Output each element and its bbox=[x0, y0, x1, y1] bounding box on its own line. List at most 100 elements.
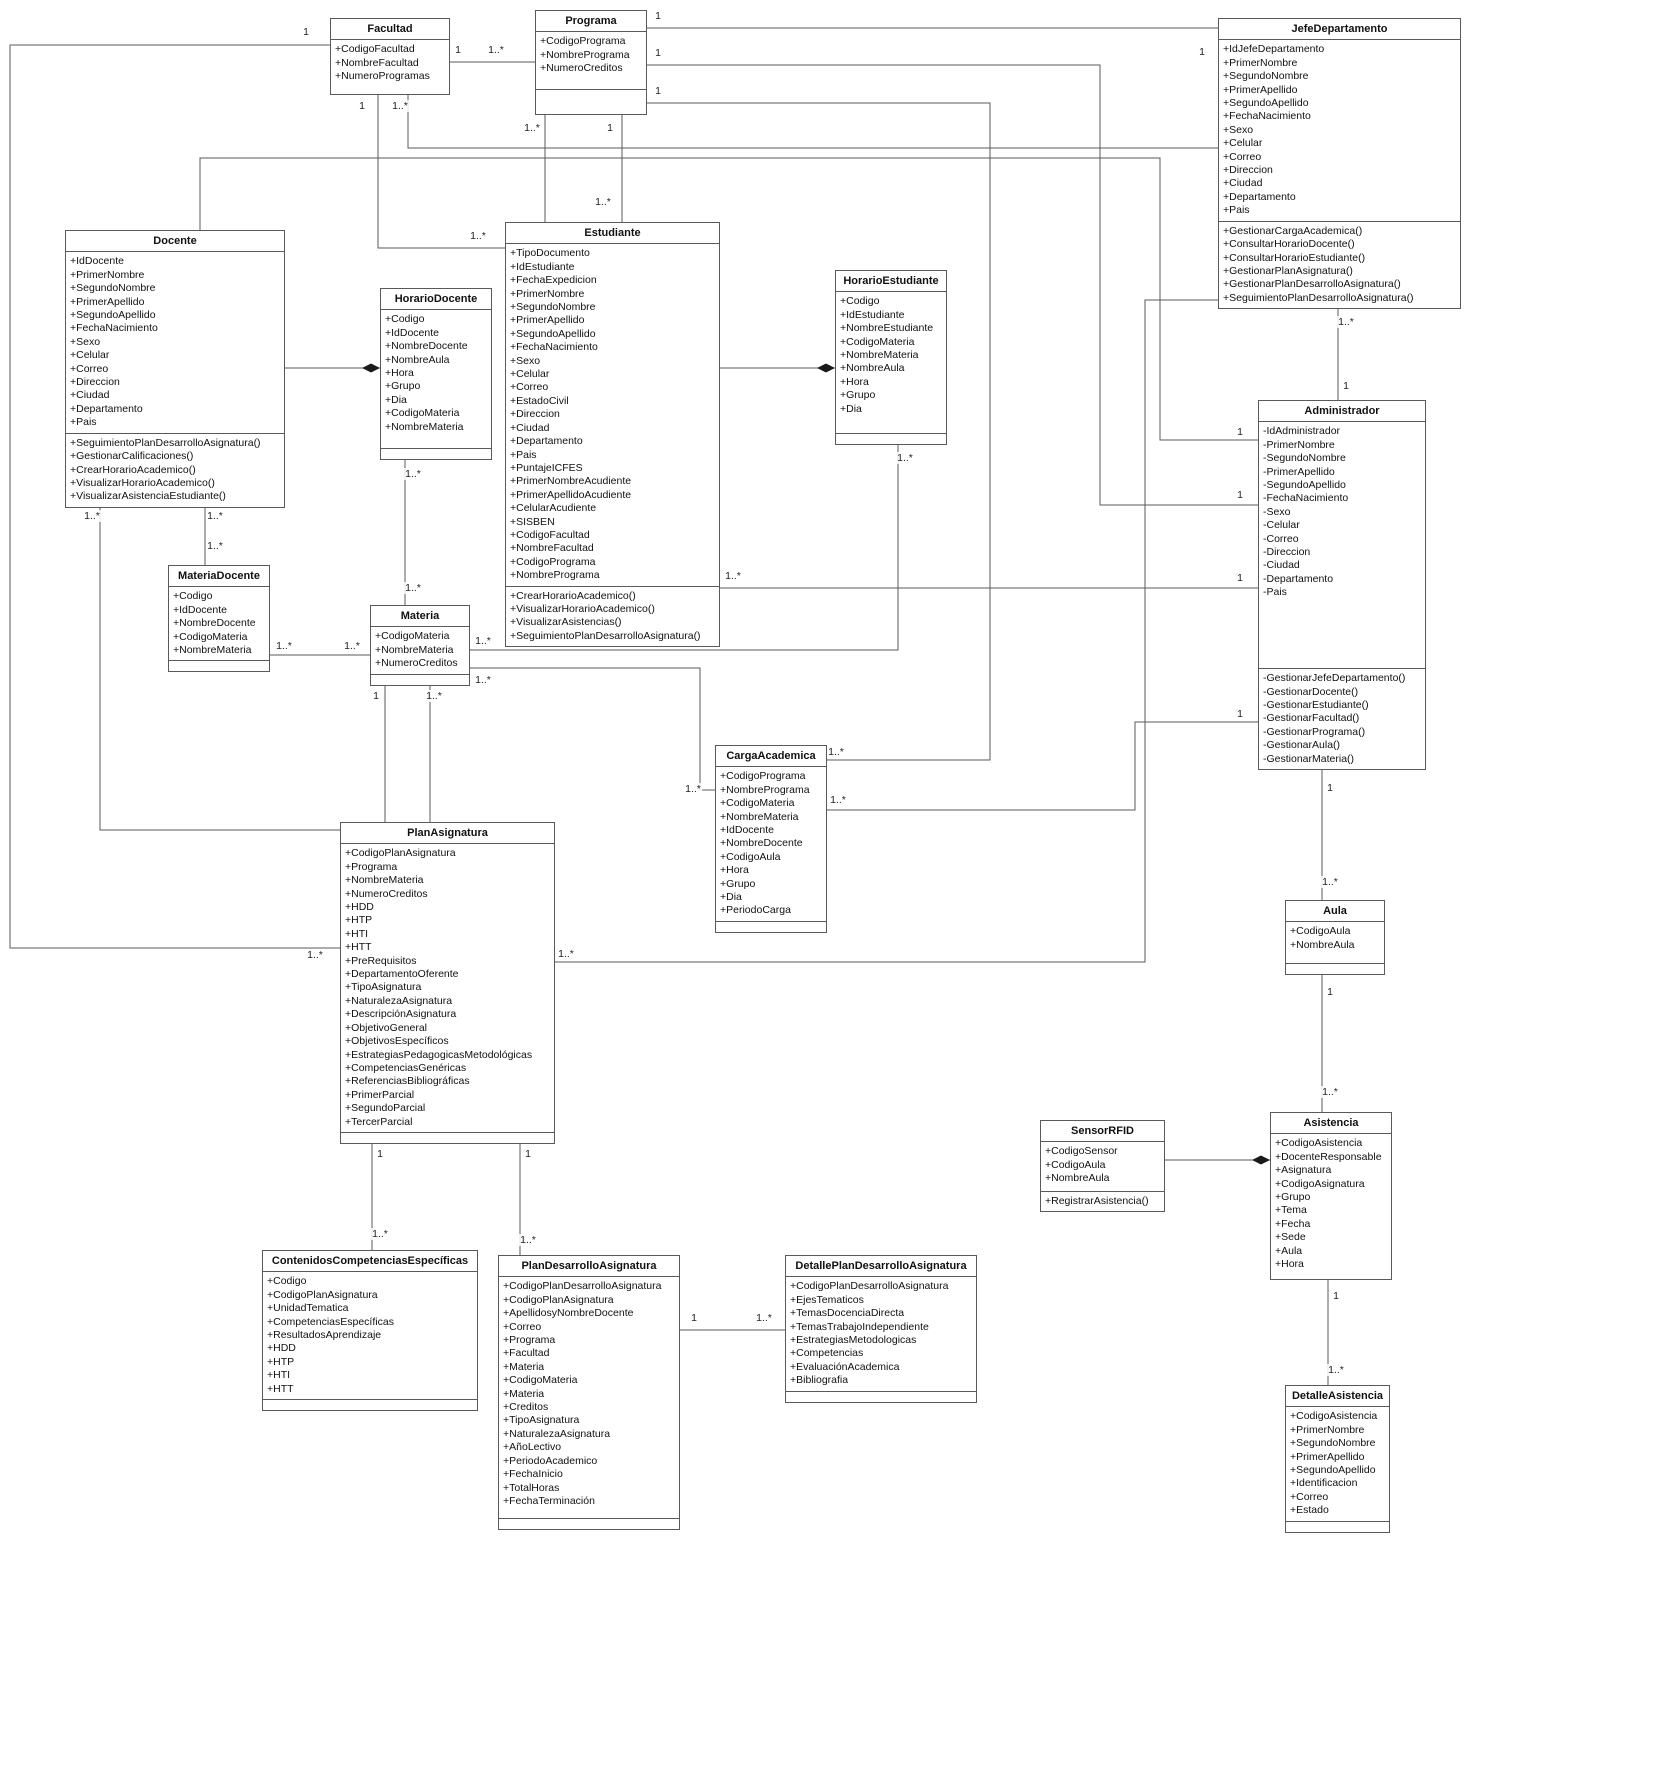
empty-compartment bbox=[786, 1390, 976, 1402]
attribute-row: +NaturalezaAsignatura bbox=[345, 994, 453, 1007]
attribute-row: +PrimerNombre bbox=[1223, 56, 1298, 69]
method-row: -GestionarFacultad() bbox=[1263, 712, 1360, 725]
attributes-compartment: +CodigoSensor+CodigoAula+NombreAula bbox=[1041, 1142, 1164, 1190]
class-title: Administrador bbox=[1259, 401, 1425, 423]
class-JefeDepartamento: JefeDepartamento +IdJefeDepartamento+Prim… bbox=[1218, 18, 1461, 310]
attribute-row: +CodigoMateria bbox=[385, 407, 460, 420]
class-DetalleAsistencia: DetalleAsistencia +CodigoAsistencia +Prime… bbox=[1285, 1385, 1390, 1533]
empty-compartment bbox=[263, 1399, 477, 1410]
edge-docente-planasignatura bbox=[99, 500, 340, 831]
attribute-row: +Ciudad bbox=[1223, 177, 1263, 190]
class-title: Estudiante bbox=[506, 223, 719, 245]
attribute-row: +TercerParcial bbox=[345, 1115, 413, 1128]
attribute-row: +NombrePrograma bbox=[540, 48, 630, 61]
attribute-row: +Bibliografia bbox=[790, 1374, 849, 1387]
attributes-compartment: +CodigoAsistencia+DocenteResponsable+Asi… bbox=[1271, 1134, 1391, 1279]
method-row: -GestionarAula() bbox=[1263, 739, 1341, 752]
attributes-compartment: -IdAdministrador-PrimerNombre-SegundoNom… bbox=[1259, 422, 1425, 668]
attribute-row: +EvaluaciónAcademica bbox=[790, 1360, 900, 1373]
methods-compartment: +RegistrarAsistencia() bbox=[1041, 1190, 1164, 1211]
attribute-row: +Materia bbox=[503, 1387, 545, 1400]
attribute-row: +IdDocente bbox=[173, 603, 227, 616]
multiplicity-label: 1 bbox=[1342, 380, 1350, 392]
attribute-row: +SegundoNombre bbox=[1290, 1437, 1376, 1450]
method-row: +CrearHorarioAcademico() bbox=[70, 463, 196, 476]
attribute-row: +NombreEstudiante bbox=[840, 322, 934, 335]
attribute-row: +CelularAcudiente bbox=[510, 502, 597, 515]
attribute-row: +Dia bbox=[720, 891, 742, 904]
empty-compartment bbox=[1286, 1520, 1389, 1532]
attribute-row: +Direccion bbox=[70, 376, 120, 389]
attribute-row: -Direccion bbox=[1263, 546, 1311, 559]
attribute-row: +Codigo bbox=[385, 313, 425, 326]
multiplicity-label: 1 bbox=[1236, 426, 1244, 438]
multiplicity-label: 1 bbox=[1332, 1290, 1340, 1302]
class-title: HorarioEstudiante bbox=[836, 271, 946, 293]
edge-cargaacademica-administrador bbox=[827, 721, 1258, 811]
attribute-row: +FechaNacimiento bbox=[1223, 110, 1311, 123]
attribute-row: +ObjetivoGeneral bbox=[345, 1021, 428, 1034]
attribute-row: +SegundoNombre bbox=[70, 282, 156, 295]
attribute-row: +NombreDocente bbox=[173, 617, 256, 630]
attribute-row: +FechaTerminación bbox=[503, 1494, 595, 1507]
attribute-row: +CodigoMateria bbox=[840, 335, 915, 348]
attributes-compartment: +CodigoPlanAsignatura+Programa+NombreMat… bbox=[341, 844, 554, 1132]
attribute-row: +Hora bbox=[840, 375, 869, 388]
multiplicity-label: 1..* bbox=[1321, 876, 1339, 888]
class-title: DetalleAsistencia bbox=[1286, 1386, 1389, 1408]
attribute-row: +TotalHoras bbox=[503, 1481, 560, 1494]
attribute-row: +CodigoAsistencia bbox=[1275, 1137, 1363, 1150]
multiplicity-label: 1..* bbox=[206, 510, 224, 522]
multiplicity-label: 1..* bbox=[371, 1228, 389, 1240]
attribute-row: +DocenteResponsable bbox=[1275, 1150, 1382, 1163]
attribute-row: +CodigoPrograma bbox=[720, 770, 806, 783]
attributes-compartment: +CodigoPlanDesarrolloAsignatura+EjesTema… bbox=[786, 1277, 976, 1390]
method-row: +GestionarCargaAcademica() bbox=[1223, 224, 1363, 237]
attribute-row: +CodigoPrograma bbox=[540, 35, 626, 48]
attribute-row: +Codigo bbox=[267, 1275, 307, 1288]
edge-programa-administrador bbox=[647, 64, 1258, 506]
attribute-row: +ObjetivosEspecíficos bbox=[345, 1035, 449, 1048]
attribute-row: +PrimerApellido bbox=[1290, 1450, 1365, 1463]
multiplicity-label: 1 bbox=[654, 47, 662, 59]
attribute-row: +NombreMateria bbox=[345, 874, 424, 887]
attribute-row: +Codigo bbox=[840, 295, 880, 308]
methods-compartment: +CrearHorarioAcademico()+VisualizarHorar… bbox=[506, 585, 719, 647]
methods-compartment: -GestionarJefeDepartamento()-GestionarDo… bbox=[1259, 668, 1425, 769]
attribute-row: +IdJefeDepartamento bbox=[1223, 43, 1325, 56]
attribute-row: +PrimerNombre bbox=[70, 268, 145, 281]
attribute-row: +HDD bbox=[345, 901, 374, 914]
attribute-row: +CodigoAsistencia bbox=[1290, 1410, 1378, 1423]
attribute-row: +CodigoMateria bbox=[720, 797, 795, 810]
class-title: JefeDepartamento bbox=[1219, 19, 1460, 41]
empty-compartment bbox=[836, 433, 946, 444]
multiplicity-label: 1..* bbox=[487, 44, 505, 56]
multiplicity-label: 1 bbox=[654, 85, 662, 97]
method-row: +VisualizarAsistencias() bbox=[510, 616, 622, 629]
multiplicity-label: 1..* bbox=[83, 510, 101, 522]
class-Programa: Programa+CodigoPrograma+NombrePrograma+N… bbox=[535, 10, 647, 115]
multiplicity-label: 1 bbox=[1326, 986, 1334, 998]
attribute-row: +NombreMateria bbox=[840, 349, 919, 362]
attributes-compartment: +Codigo+IdDocente+NombreDocente+CodigoMa… bbox=[169, 587, 269, 660]
class-title: MateriaDocente bbox=[169, 566, 269, 588]
class-title: Aula bbox=[1286, 901, 1384, 923]
empty-compartment bbox=[1286, 963, 1384, 974]
attribute-row: +CodigoMateria bbox=[503, 1374, 578, 1387]
attribute-row: +EstrategiasMetodologicas bbox=[790, 1334, 917, 1347]
attribute-row: +FechaNacimiento bbox=[510, 341, 598, 354]
attributes-compartment: +Codigo+IdDocente+NombreDocente+NombreAu… bbox=[381, 310, 491, 448]
method-row: +ConsultarHorarioEstudiante() bbox=[1223, 251, 1366, 264]
method-row: -GestionarJefeDepartamento() bbox=[1263, 672, 1406, 685]
class-title: HorarioDocente bbox=[381, 289, 491, 311]
attribute-row: +IdEstudiante bbox=[840, 308, 905, 321]
attribute-row: +NombrePrograma bbox=[720, 783, 810, 796]
attribute-row: +PrimerNombreAcudiente bbox=[510, 475, 632, 488]
attribute-row: +Tema bbox=[1275, 1204, 1307, 1217]
attribute-row: +TipoAsignatura bbox=[345, 981, 422, 994]
attribute-row: +Programa bbox=[345, 860, 398, 873]
attribute-row: -Pais bbox=[1263, 586, 1287, 599]
attribute-row: +FechaExpedicion bbox=[510, 274, 597, 287]
attribute-row: +ReferenciasBibliográficas bbox=[345, 1075, 470, 1088]
attribute-row: +NombreAula bbox=[1290, 938, 1355, 951]
